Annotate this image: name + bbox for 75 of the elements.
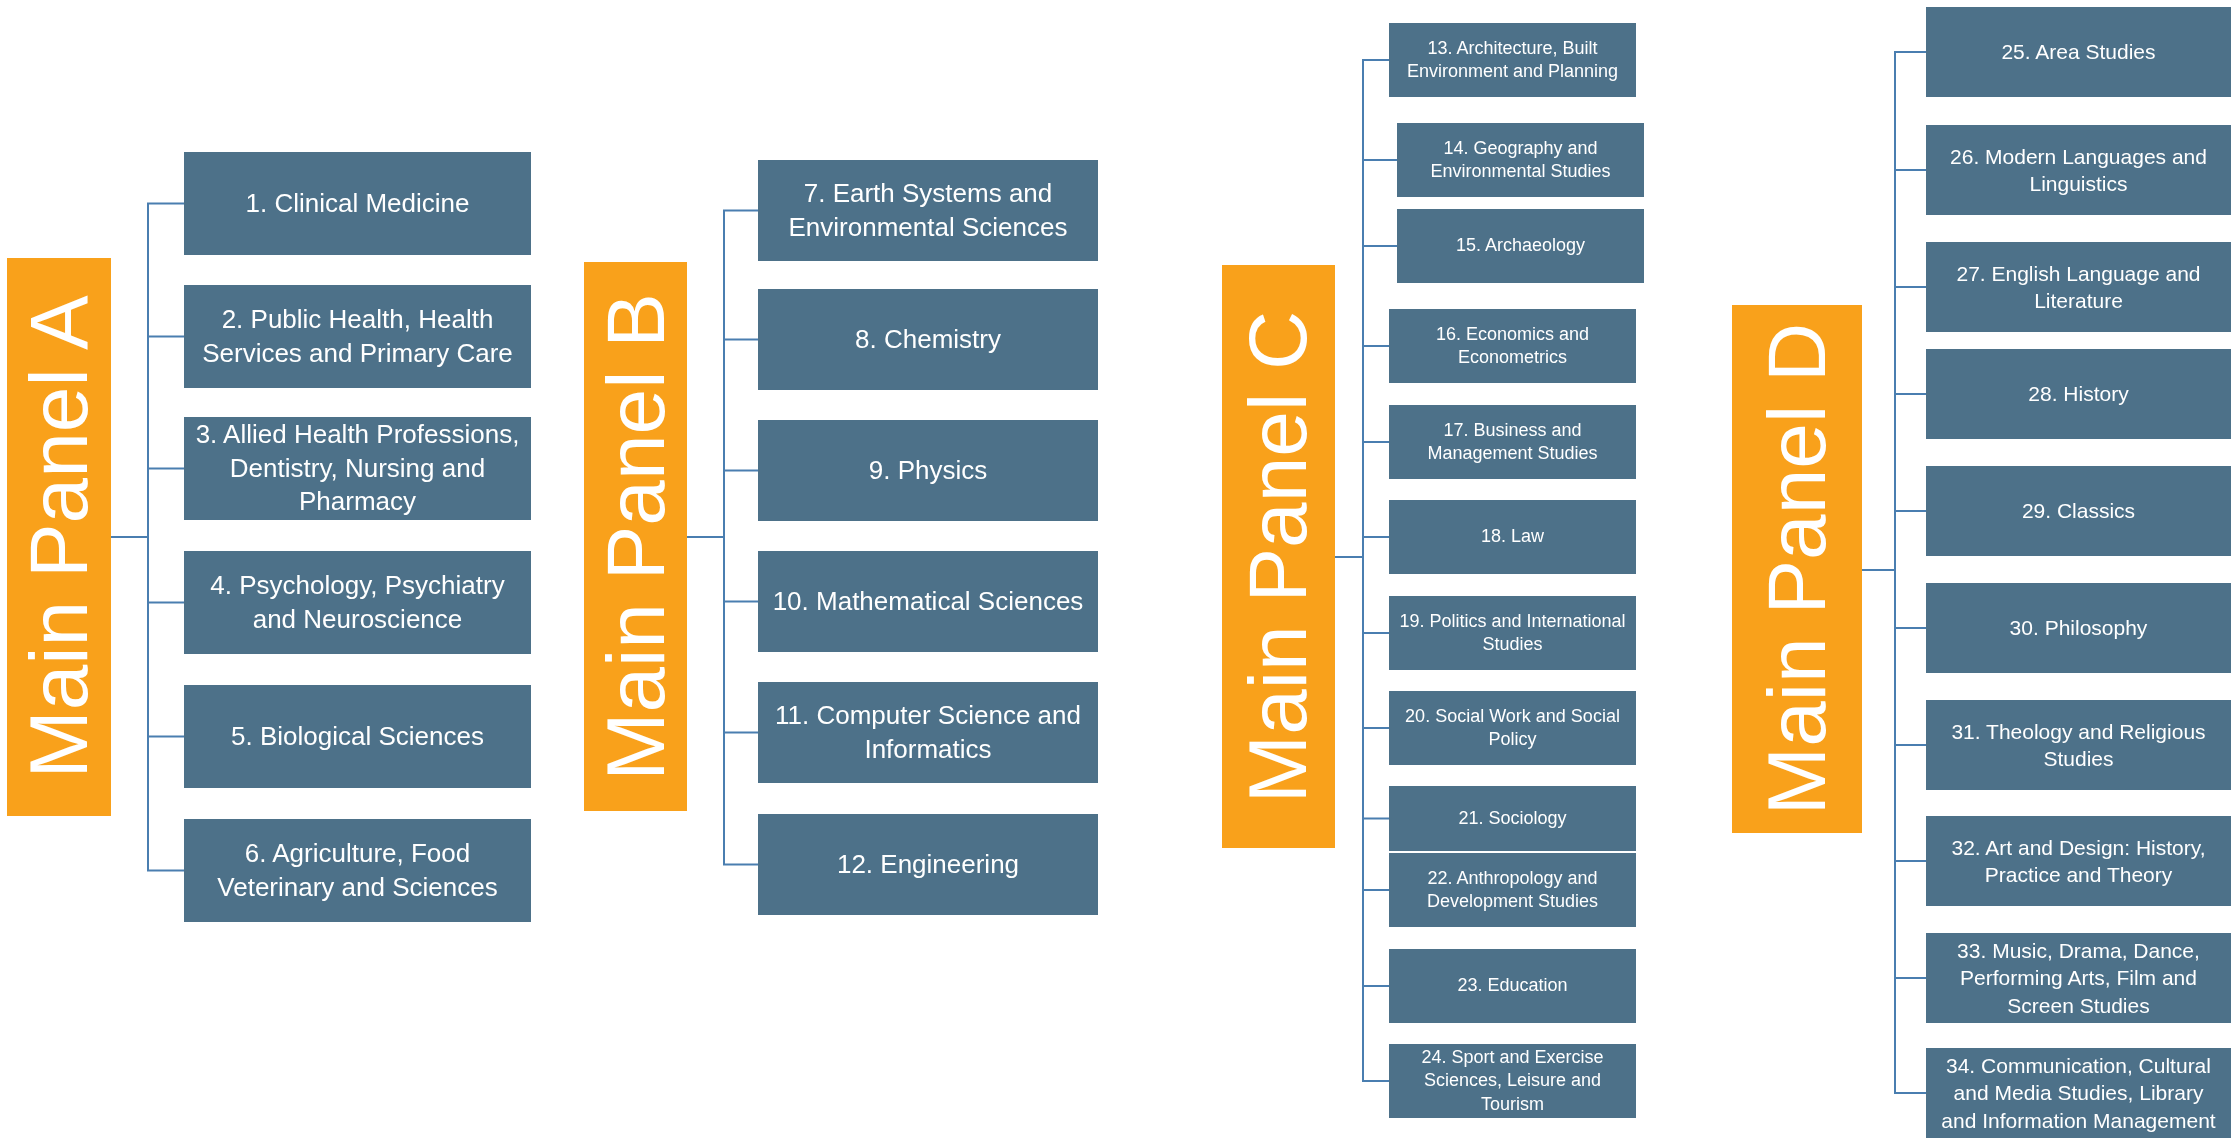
subpanel-label: 6. Agriculture, Food Veterinary and Sciences (216, 836, 499, 904)
subpanel-label: 33. Music, Drama, Dance, Performing Arts, Film and Screen Studies (1956, 938, 2201, 1019)
subpanel-label: 17. Business and Management Studies (1426, 418, 1599, 465)
subpanel-label: 7. Earth Systems and Environmental Sciences (787, 176, 1069, 244)
subpanel-box (1397, 123, 1644, 197)
subpanel-label: 14. Geography and Environmental Studies (1429, 136, 1612, 183)
subpanel-box (184, 152, 531, 255)
subpanel-box (1389, 23, 1636, 97)
subpanel-box (184, 551, 531, 654)
subpanel-box (758, 420, 1098, 521)
subpanel-label: 10. Mathematical Sciences (772, 584, 1084, 618)
subpanel-box (1389, 786, 1636, 851)
subpanel-box (1926, 349, 2231, 439)
subpanel-box (1926, 7, 2231, 97)
subpanel-box (1389, 691, 1636, 765)
subpanel-label: 1. Clinical Medicine (245, 186, 470, 220)
subpanel-box (758, 814, 1098, 915)
subpanel-box (1389, 596, 1636, 670)
panel-box (584, 262, 687, 811)
panel-title: Main Panel B (594, 292, 677, 781)
panel-box (1732, 305, 1862, 833)
subpanel-label: 30. Philosophy (2009, 615, 2148, 642)
subpanel-label: 26. Modern Languages and Linguistics (1949, 143, 2208, 197)
subpanel-label: 24. Sport and Exercise Sciences, Leisure and Tourism (1420, 1045, 1605, 1116)
subpanel-box (1389, 853, 1636, 927)
subpanel-label: 21. Sociology (1458, 806, 1567, 830)
subpanel-label: 18. Law (1480, 525, 1544, 549)
subpanel-label: 27. English Language and Literature (1955, 260, 2202, 314)
subpanel-box (758, 682, 1098, 783)
subpanel-label: 23. Education (1457, 974, 1568, 998)
panel-title: Main Panel D (1756, 322, 1838, 816)
subpanel-label: 34. Communication, Cultural and Media Studies, Library and Information Management (1940, 1053, 2217, 1134)
subpanel-box (1926, 583, 2231, 673)
subpanel-label: 13. Architecture, Built Environment and Planning (1405, 36, 1620, 83)
subpanel-box (1389, 949, 1636, 1023)
panel-box (7, 258, 111, 816)
subpanel-label: 28. History (2028, 381, 2129, 408)
subpanel-box (1926, 466, 2231, 556)
subpanel-label: 25. Area Studies (2001, 39, 2156, 66)
subpanel-label: 11. Computer Science and Informatics (774, 698, 1082, 766)
subpanel-box (1926, 125, 2231, 215)
panel-title: Main Panel A (18, 295, 100, 779)
subpanel-label: 9. Physics (868, 453, 988, 487)
subpanel-label: 16. Economics and Econometrics (1434, 322, 1591, 369)
subpanel-box (1926, 700, 2231, 790)
subpanel-box (1926, 1048, 2231, 1138)
subpanel-box (758, 160, 1098, 261)
subpanel-box (1926, 242, 2231, 332)
subpanel-box (184, 685, 531, 788)
subpanel-label: 12. Engineering (836, 847, 1020, 881)
subpanel-box (758, 289, 1098, 390)
panel-box (1222, 265, 1335, 848)
subpanel-label: 22. Anthropology and Development Studies (1425, 866, 1600, 913)
subpanel-label: 3. Allied Health Professions, Dentistry, Nursing and Pharmacy (194, 417, 521, 519)
subpanel-box (1397, 209, 1644, 283)
subpanel-box (1926, 816, 2231, 906)
subpanel-label: 19. Politics and International Studies (1398, 609, 1627, 656)
subpanel-label: 32. Art and Design: History, Practice and Theory (1950, 834, 2207, 888)
subpanel-box (1389, 1044, 1636, 1118)
subpanel-box (1389, 500, 1636, 574)
subpanel-box (184, 819, 531, 922)
subpanel-box (1389, 405, 1636, 479)
subpanel-label: 29. Classics (2021, 498, 2136, 525)
panel-title: Main Panel C (1237, 310, 1320, 803)
subpanel-label: 4. Psychology, Psychiatry and Neuroscience (209, 568, 506, 636)
subpanel-label: 5. Biological Sciences (231, 719, 484, 753)
subpanel-label: 8. Chemistry (855, 322, 1001, 356)
subpanel-label: 15. Archaeology (1455, 234, 1586, 258)
subpanel-box (184, 285, 531, 388)
subpanel-label: 31. Theology and Religious Studies (1950, 718, 2207, 772)
subpanel-box (1926, 933, 2231, 1023)
subpanel-label: 2. Public Health, Health Services and Primary Care (201, 302, 514, 370)
subpanel-box (1389, 309, 1636, 383)
subpanel-label: 20. Social Work and Social Policy (1404, 704, 1621, 751)
subpanel-box (758, 551, 1098, 652)
